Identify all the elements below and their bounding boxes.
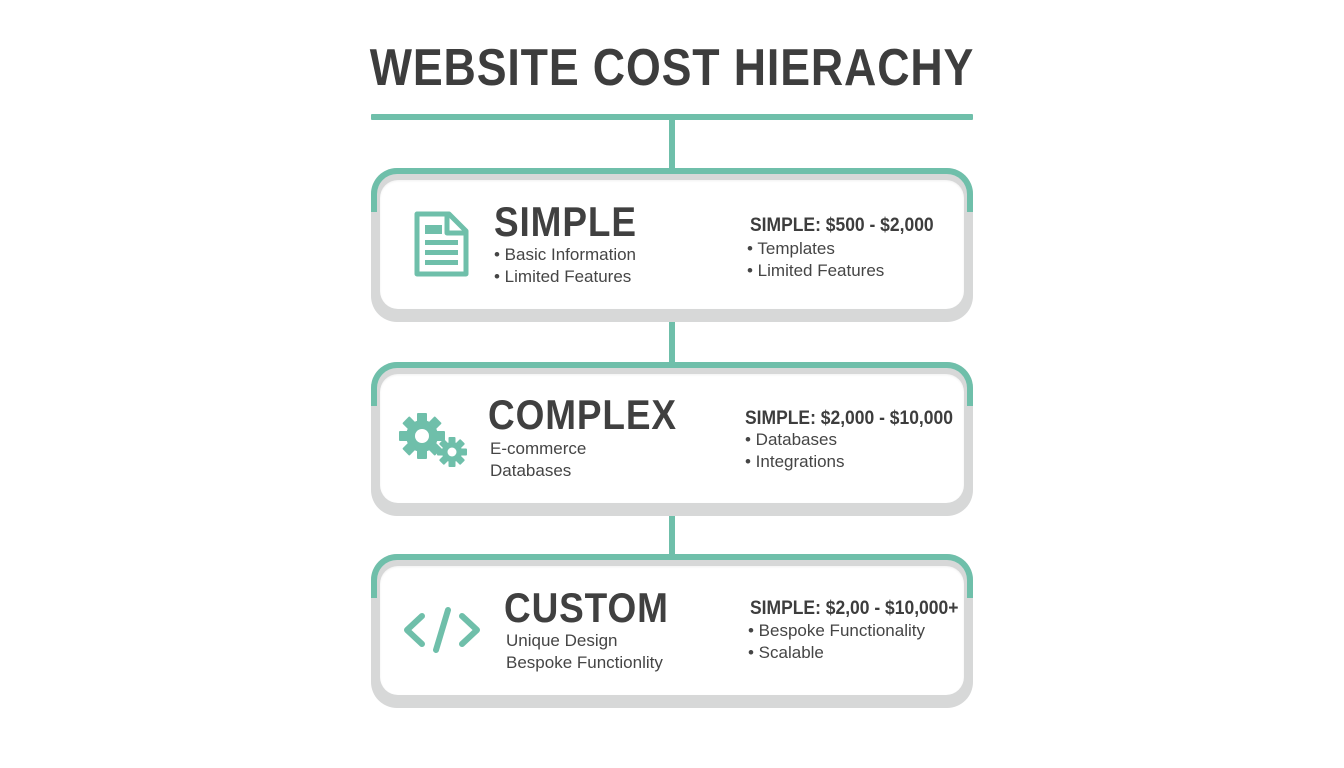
feature-item: Bespoke Functionlity: [506, 653, 663, 672]
price-item: • Databases: [745, 430, 837, 449]
price-includes: • Templates • Limited Features: [747, 238, 884, 282]
tier-features: E-commerce Databases: [490, 438, 586, 482]
tier-name: SIMPLE: [494, 198, 637, 245]
tier-name: COMPLEX: [488, 391, 677, 438]
tier-name: CUSTOM: [504, 584, 669, 631]
price-range: SIMPLE: $500 - $2,000: [750, 215, 934, 236]
feature-item: Unique Design: [506, 631, 618, 650]
title-underline: [371, 114, 973, 120]
tier-card-simple: [371, 168, 973, 322]
price-item: • Integrations: [745, 452, 845, 471]
price-item: • Scalable: [748, 643, 824, 662]
card-accent-border: [371, 554, 973, 598]
card-body: [380, 374, 964, 503]
price-includes: • Bespoke Functionality • Scalable: [748, 620, 925, 664]
page-title: WEBSITE COST HIERACHY: [369, 39, 975, 97]
feature-item: • Limited Features: [494, 267, 632, 286]
tier-features: • Basic Information • Limited Features: [494, 244, 636, 288]
price-range: SIMPLE: $2,00 - $10,000+: [750, 598, 959, 619]
tier-features: Unique Design Bespoke Functionlity: [506, 630, 663, 674]
feature-item: • Basic Information: [494, 245, 637, 264]
connector-line: [669, 118, 675, 174]
connector-line: [669, 512, 675, 562]
gears-icon: [398, 410, 470, 475]
card-body: [380, 180, 964, 309]
card-accent-border: [371, 168, 973, 212]
code-icon: [402, 606, 482, 659]
price-item: • Bespoke Functionality: [748, 621, 925, 640]
connector-line: [669, 318, 675, 368]
price-range: SIMPLE: $2,000 - $10,000: [745, 408, 953, 429]
tier-card-complex: [371, 362, 973, 516]
price-includes: • Databases • Integrations: [745, 429, 845, 473]
document-icon: [413, 211, 469, 282]
price-item: • Limited Features: [747, 261, 885, 280]
card-accent-border: [371, 362, 973, 406]
feature-item: Databases: [490, 461, 572, 480]
price-item: • Templates: [747, 239, 835, 258]
feature-item: E-commerce: [490, 439, 587, 458]
